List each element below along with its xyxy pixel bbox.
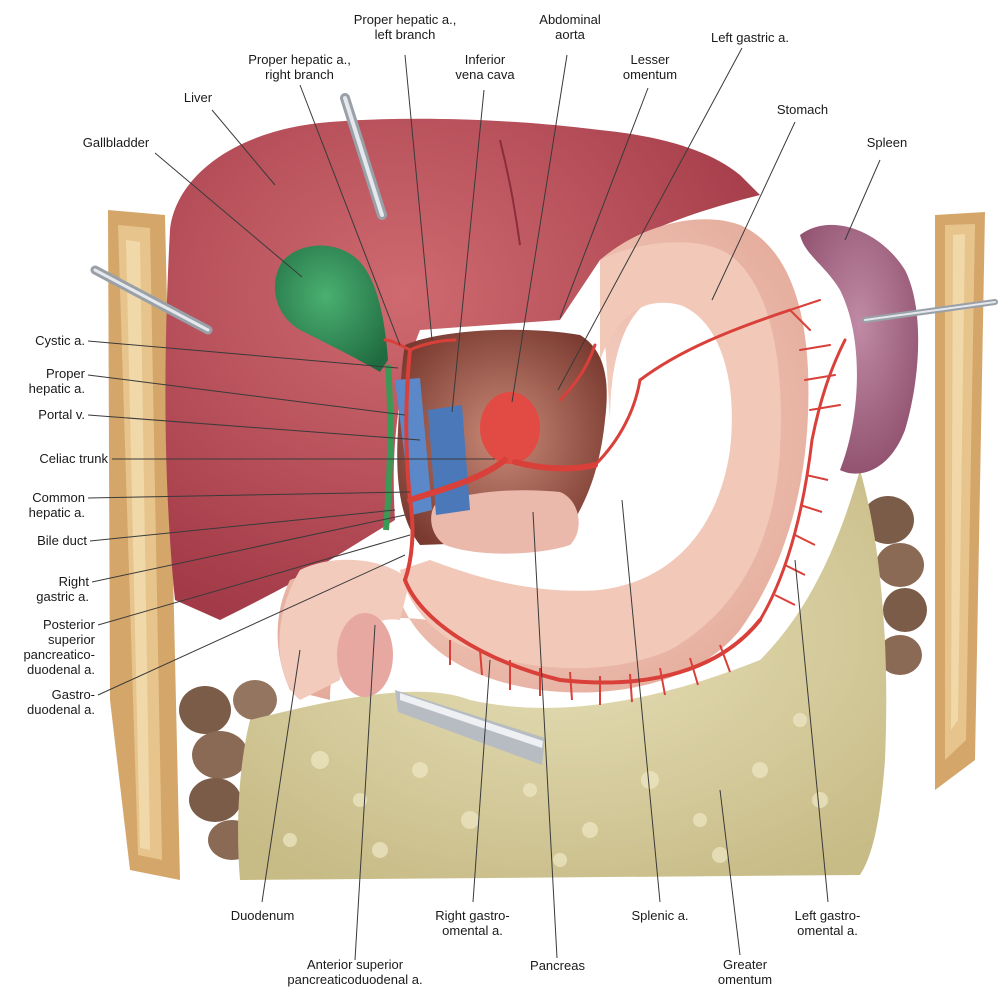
spleen-shape	[800, 224, 919, 474]
label-common-hepatic-artery: Common hepatic a.	[28, 490, 85, 520]
leader-anterior-superior-pd	[354, 624, 376, 961]
leader-splenic	[621, 499, 661, 903]
label-cystic-artery: Cystic a.	[35, 333, 85, 348]
intestine-right	[862, 496, 927, 675]
label-abdominal-aorta: Abdominal aorta	[539, 12, 601, 42]
leader-right-gastric	[91, 514, 406, 583]
leader-spleen	[844, 159, 881, 241]
omentum-texture	[283, 713, 828, 867]
leader-proper-hepatic	[87, 374, 406, 416]
leader-lines	[87, 47, 881, 961]
leader-pancreas	[532, 511, 558, 959]
gallbladder-shape	[274, 245, 388, 372]
leader-left-gastroomental	[794, 559, 829, 903]
label-bile-duct: Bile duct	[37, 533, 87, 548]
leader-greater-omentum	[719, 789, 741, 956]
bile-duct-shape	[383, 364, 394, 531]
label-right-gastric-artery: Right gastric a.	[36, 574, 89, 604]
label-portal-vein: Portal v.	[38, 407, 85, 422]
leader-stomach	[711, 121, 796, 301]
label-proper-hepatic-left-branch: Proper hepatic a., left branch	[353, 12, 457, 42]
leader-gastroduodenal	[97, 554, 406, 696]
leader-proper-hepatic-right	[299, 84, 401, 346]
label-celiac-trunk: Celiac trunk	[39, 451, 108, 466]
leader-bile-duct	[89, 509, 396, 542]
label-stomach: Stomach	[776, 102, 829, 117]
leader-proper-hepatic-left	[404, 54, 433, 341]
leader-posterior-superior-pd	[97, 534, 411, 626]
label-proper-hepatic-artery: Proper hepatic a.	[28, 366, 85, 396]
retractors	[90, 93, 998, 765]
pancreas-head-shape	[337, 613, 393, 697]
leader-abdominal-aorta	[511, 54, 568, 403]
label-lesser-omentum: Lesser omentum	[622, 52, 678, 82]
leader-liver	[211, 109, 276, 186]
label-left-gastric-artery: Left gastric a.	[710, 30, 790, 45]
label-spleen: Spleen	[866, 135, 908, 150]
label-proper-hepatic-right-branch: Proper hepatic a., right branch	[248, 52, 351, 82]
stomach-body-fill	[400, 242, 781, 669]
greater-omentum-shape	[238, 470, 887, 880]
inferior-vena-cava-shape	[428, 405, 470, 515]
label-splenic-artery: Splenic a.	[631, 908, 689, 923]
gastroepiploic-branches	[449, 474, 829, 705]
portal-vein-shape	[395, 378, 432, 515]
label-inferior-vena-cava: Inferior vena cava	[455, 52, 515, 82]
label-duodenum: Duodenum	[230, 908, 295, 923]
liver-shape	[165, 118, 760, 620]
label-right-gastroomental-artery: Right gastro- omental a.	[435, 908, 510, 938]
label-posterior-superior-pancreaticoduodenal-artery: Posterior superior pancreatico- duodenal…	[23, 617, 95, 677]
leader-left-gastric	[557, 47, 743, 391]
leader-duodenum	[261, 649, 301, 903]
label-greater-omentum: Greater omentum	[717, 957, 773, 987]
label-left-gastroomental-artery: Left gastro- omental a.	[794, 908, 861, 938]
leader-portal-vein	[87, 414, 421, 441]
leader-right-gastroomental	[472, 659, 491, 903]
label-pancreas: Pancreas	[530, 958, 585, 973]
label-liver: Liver	[183, 90, 213, 105]
liver-fissure	[499, 139, 521, 246]
leader-common-hepatic	[87, 491, 411, 499]
leader-lesser-omentum	[559, 87, 649, 319]
leader-inferior-vena-cava	[451, 89, 485, 413]
leader-gallbladder	[154, 152, 303, 278]
leader-cystic	[87, 340, 399, 369]
abdominal-aorta-shape	[480, 392, 540, 464]
body-wall-right	[935, 212, 985, 790]
label-gallbladder: Gallbladder	[82, 135, 150, 150]
body-wall-left	[108, 210, 180, 880]
arteries	[383, 299, 847, 685]
label-gastroduodenal-artery: Gastro- duodenal a.	[27, 687, 95, 717]
label-anterior-superior-pancreaticoduodenal-artery: Anterior superior pancreaticoduodenal a.	[287, 957, 423, 987]
